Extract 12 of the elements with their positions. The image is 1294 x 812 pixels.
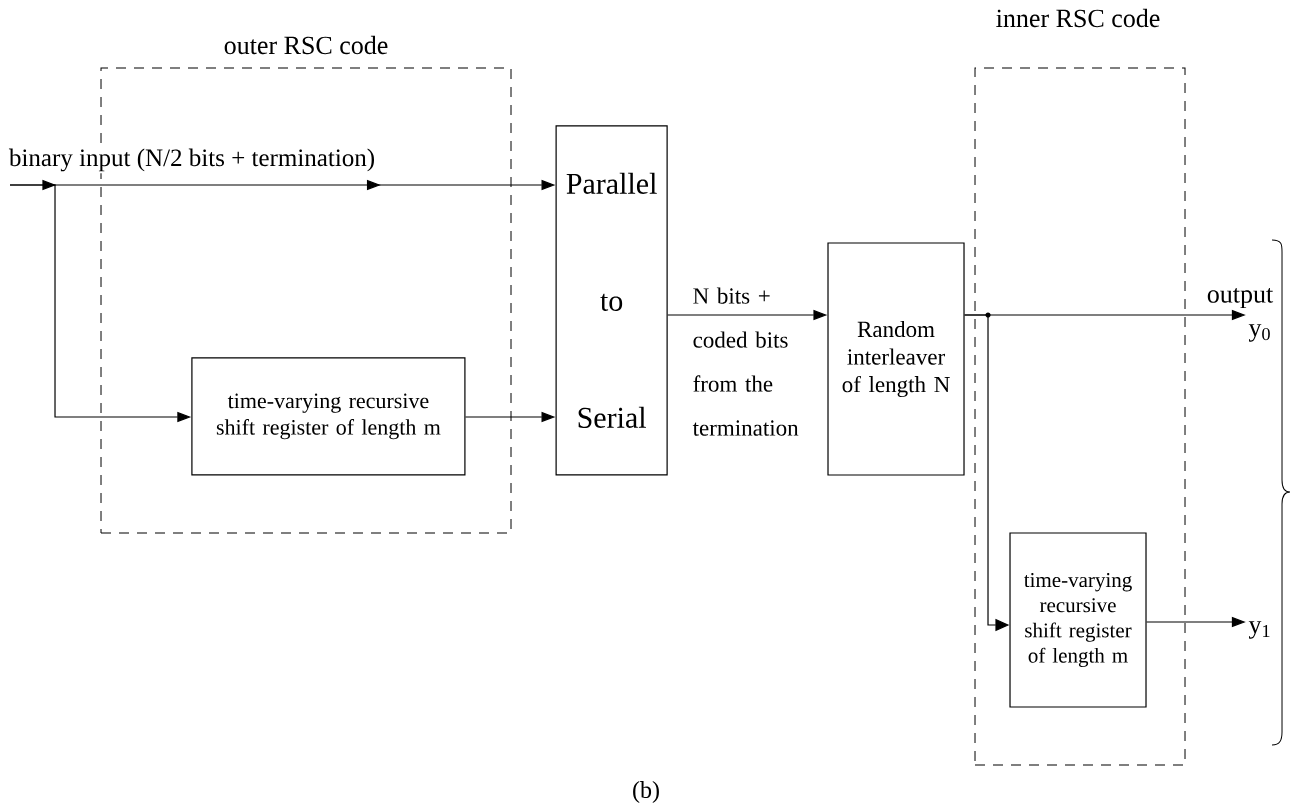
process-box: time-varying recursive shift register of length m: [191, 357, 466, 476]
output-label: y$_{0}$: [1248, 324, 1270, 342]
process-box: Parallel to Serial: [555, 125, 668, 476]
caption: (b): [633, 781, 659, 803]
node-label: outer RSC code: [224, 35, 388, 55]
process-box: Random interleaver of length N: [827, 242, 965, 476]
edge-label: N bits + coded bits from the termination: [692, 287, 799, 436]
edge-label: binary input (N/2 bits + termination): [6, 146, 378, 174]
process-box: time-varying recursive shift register of length m: [1009, 532, 1147, 708]
output-label: output: [1207, 287, 1274, 309]
output-label: y$_{1}$: [1248, 621, 1270, 639]
node-label: inner RSC code: [996, 8, 1160, 28]
